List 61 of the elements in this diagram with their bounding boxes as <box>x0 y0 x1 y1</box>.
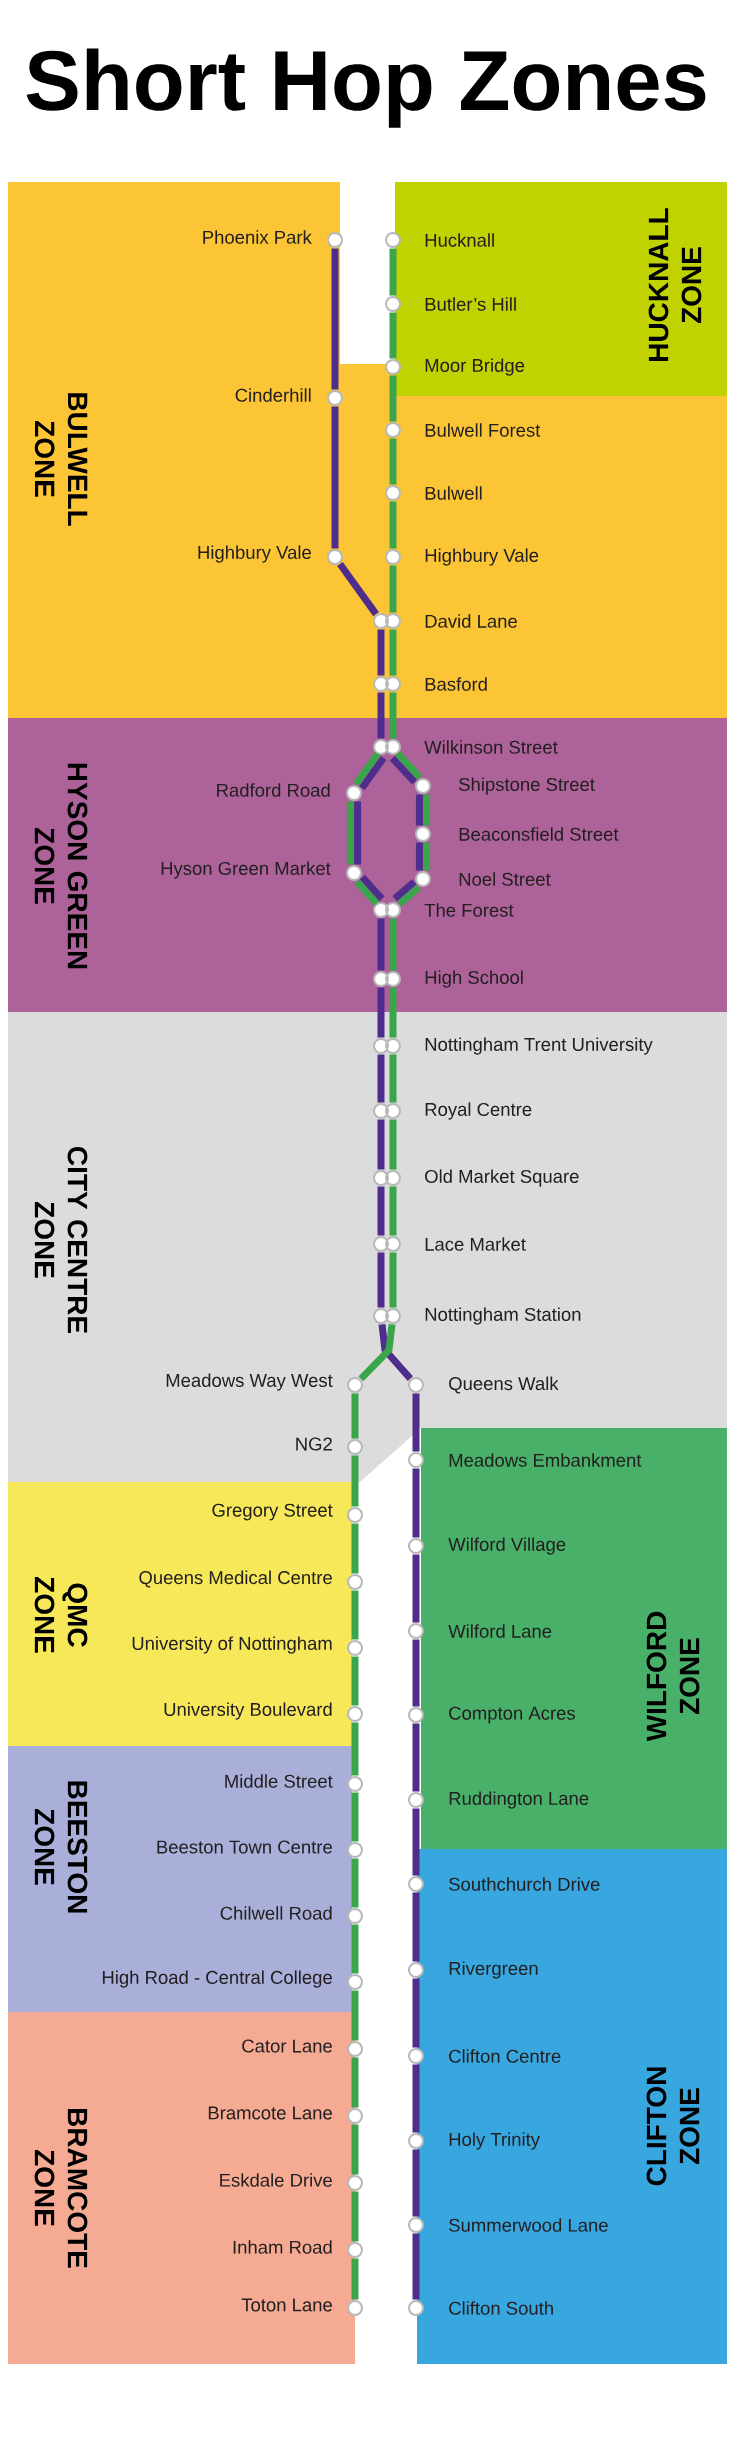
station-name: Wilkinson Street <box>424 740 558 754</box>
station-name: Queens Medical Centre <box>139 1570 332 1588</box>
station-name: Hyson Green Market <box>161 861 331 879</box>
station-name: David Lane <box>425 614 517 628</box>
station-name: Southchurch Drive <box>449 1877 600 1891</box>
station-name: University of Nottingham <box>132 1636 332 1654</box>
station-name: Wilford Village <box>448 1537 566 1555</box>
station-name: Beeston Town Centre <box>157 1840 332 1854</box>
tram-line <box>389 755 418 785</box>
station-name: Hucknall <box>425 233 494 247</box>
tram-line <box>392 879 417 902</box>
tram-line <box>354 879 380 906</box>
station-name: The Forest <box>424 903 514 917</box>
station-name: Noel Street <box>459 872 551 886</box>
station-name: Butler’s Hill <box>425 297 516 311</box>
tram-line <box>359 755 387 791</box>
tram-line <box>395 750 423 780</box>
station-name: Bramcote Lane <box>208 2106 332 2120</box>
station-name: University Boulevard <box>164 1702 332 1720</box>
tram-line <box>359 874 385 902</box>
station-name: Beaconsfield Street <box>459 827 619 841</box>
station-name: NG2 <box>296 1437 332 1451</box>
station-name: Moor Bridge <box>425 358 525 376</box>
station-name: Nottingham Trent University <box>425 1037 653 1055</box>
station-name: Compton Acres <box>449 1706 575 1724</box>
tram-line <box>353 751 381 787</box>
station-name: Bulwell <box>425 486 482 500</box>
station-name: High Road - Central College <box>102 1970 332 1988</box>
station-name: Highbury Vale <box>425 548 539 566</box>
tram-line <box>397 884 422 907</box>
station-name: High School <box>425 970 523 988</box>
station-name: Gregory Street <box>212 1503 333 1521</box>
station-name: Inham Road <box>233 2240 332 2254</box>
station-name: Radford Road <box>217 783 330 797</box>
station-name: Basford <box>425 677 487 691</box>
station-name: Bulwell Forest <box>425 423 541 437</box>
station-name: Chilwell Road <box>220 1906 332 1920</box>
station-name: Clifton Centre <box>449 2049 561 2063</box>
station-name: Eskdale Drive <box>220 2173 332 2187</box>
station-name: Royal Centre <box>425 1102 532 1120</box>
station-name: Clifton South <box>449 2301 553 2315</box>
station-name: Cinderhill <box>235 388 311 402</box>
tram-line <box>337 561 379 617</box>
title: Short Hop Zones <box>26 48 706 128</box>
station-name: Highbury Vale <box>198 545 311 563</box>
station-name: Cator Lane <box>242 2039 332 2053</box>
station-name: Holy Trinity <box>449 2132 540 2150</box>
station-name: Ruddington Lane <box>449 1791 589 1809</box>
station-name: Middle Street <box>225 1774 333 1788</box>
station-name: Lace Market <box>425 1237 526 1251</box>
station-name: Meadows Embankment <box>449 1453 642 1467</box>
station-name: Queens Walk <box>449 1376 559 1394</box>
station-name: Rivergreen <box>449 1961 538 1979</box>
station-name: Toton Lane <box>241 2298 332 2312</box>
station-name: Nottingham Station <box>425 1307 581 1325</box>
station-name: Old Market Square <box>425 1169 579 1187</box>
station-name: Phoenix Park <box>203 230 312 244</box>
station-name: Meadows Way West <box>166 1373 333 1391</box>
station-name: Wilford Lane <box>448 1624 552 1638</box>
station-name: Summerwood Lane <box>449 2218 608 2232</box>
station-name: Shipstone Street <box>459 777 595 795</box>
